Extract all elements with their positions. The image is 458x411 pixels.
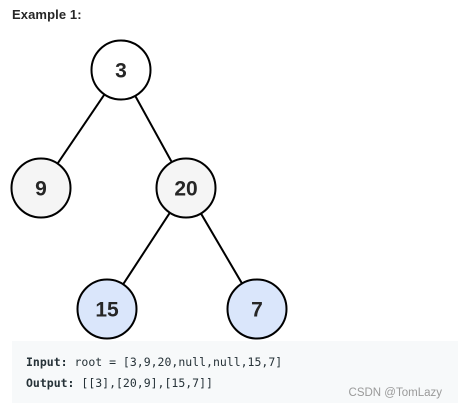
node-circle (226, 278, 288, 340)
tree-node-3: 3 (90, 39, 152, 101)
tree-edges (56, 93, 243, 285)
example-heading: Example 1: (12, 7, 82, 22)
tree-node-7: 7 (226, 278, 288, 340)
tree-node-20: 20 (155, 157, 217, 219)
node-circle (155, 157, 217, 219)
node-label: 15 (95, 299, 119, 322)
input-line: Input: root = [3,9,20,null,null,15,7] (26, 352, 458, 373)
node-label: 20 (174, 178, 197, 201)
node-circle (90, 39, 152, 101)
output-line: Output: [[3],[20,9],[15,7]] (26, 373, 458, 394)
node-circle (76, 278, 138, 340)
tree-node-15: 15 (76, 278, 138, 340)
edge-n20-n7 (200, 212, 243, 285)
node-label: 3 (115, 60, 127, 83)
edge-n3-n20 (134, 95, 173, 163)
output-value: [[3],[20,9],[15,7]] (74, 376, 213, 390)
example-code-block: Input: root = [3,9,20,null,null,15,7] Ou… (12, 341, 458, 403)
tree-nodes: 3 9 20 15 7 (10, 39, 288, 340)
input-value: root = [3,9,20,null,null,15,7] (67, 355, 283, 369)
csdn-watermark: CSDN @TomLazy (348, 387, 442, 399)
input-label: Input: (26, 355, 68, 369)
tree-node-9: 9 (10, 157, 72, 219)
edge-n20-n15 (122, 212, 171, 285)
node-label: 9 (35, 178, 47, 201)
edge-n3-n9 (56, 93, 106, 165)
binary-tree-diagram: 3 9 20 15 7 (10, 39, 288, 340)
node-circle (10, 157, 72, 219)
output-label: Output: (26, 376, 75, 390)
node-label: 7 (251, 299, 263, 322)
